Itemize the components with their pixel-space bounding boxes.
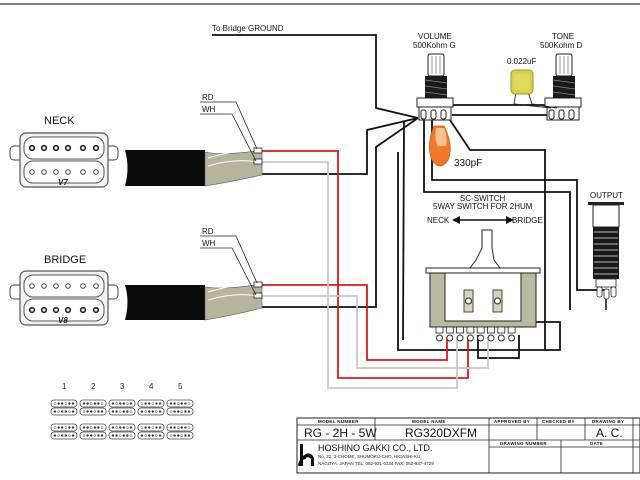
output-label: OUTPUT: [590, 191, 623, 200]
position-number: 5: [178, 382, 183, 391]
mini-pickup-icon: [50, 399, 78, 408]
mini-pickup-icon: [166, 399, 194, 408]
tone-cap-value: 0.022uF: [507, 57, 536, 66]
bridge-wire-label-wh: WH: [202, 239, 216, 248]
bridge-wire-label-rd: RD: [202, 227, 214, 236]
white-wires: [262, 161, 489, 389]
switch-title: SC-SWITCH: [460, 194, 506, 203]
mini-pickup-icon: [166, 423, 194, 432]
model-name-header: MODEL NAME: [412, 419, 446, 424]
mini-pickup-icon: [50, 423, 78, 432]
mini-pickup-icon: [137, 399, 165, 408]
switch-subtitle: 5WAY SWITCH FOR 2HUM: [433, 202, 533, 211]
checked-by-header: CHECKED BY: [542, 419, 575, 424]
bridge-label: BRIDGE: [44, 254, 86, 266]
treble-capacitor: 330pF: [429, 125, 482, 169]
position-number: 1: [62, 382, 67, 391]
tone-title: TONE: [552, 32, 574, 41]
treble-cap-value: 330pF: [454, 158, 482, 169]
volume-title: VOLUME: [418, 32, 452, 41]
neck-label: NECK: [44, 115, 75, 127]
mini-pickup-icon: [166, 431, 194, 440]
address-line-1: No. 22, 3-CHOME, SHUMOKU-CHO, HIGASHI-KU…: [318, 454, 422, 459]
neck-cable: RD WH: [125, 93, 263, 187]
mini-pickup-icon: [79, 431, 107, 440]
mini-pickup-icon: [137, 431, 165, 440]
bridge-cable: RD WH: [125, 227, 263, 321]
volume-value: 500Kohm G: [413, 41, 456, 50]
mini-pickup-icon: [108, 407, 136, 416]
volume-pot: VOLUME 500Kohm G: [413, 32, 456, 121]
model-number-header: MODEL NUMBER: [318, 419, 359, 424]
mini-pickup-icon: [108, 431, 136, 440]
five-way-switch: SC-SWITCH 5WAY SWITCH FOR 2HUM NECK BRID…: [425, 194, 543, 342]
mini-pickup-icon: [108, 423, 136, 432]
neck-pickup: NECK V7: [9, 115, 119, 188]
company-logo: [298, 444, 314, 467]
switch-lug: [476, 326, 485, 342]
tone-pot: TONE 500Kohm D: [540, 32, 582, 121]
position-number: 3: [120, 382, 125, 391]
mini-pickup-icon: [108, 399, 136, 408]
mini-pickup-icon: [50, 431, 78, 440]
title-block: MODEL NUMBER MODEL NAME APPROVED BY CHEC…: [296, 417, 640, 474]
switch-position-legend: 1 2 3 4 5: [50, 382, 194, 440]
address-line-2: NAGOYA, JAPAN TEL: 052-931-0334 FAX: 052…: [318, 461, 434, 466]
switch-lug: [507, 326, 516, 342]
switch-lug: [435, 326, 444, 342]
model-name: RG320DXFM: [405, 426, 477, 440]
hot-wires: [262, 150, 469, 379]
bridge-pickup: BRIDGE V8: [9, 254, 119, 326]
mini-pickup-icon: [79, 399, 107, 408]
ground-wires: [212, 34, 605, 359]
mini-pickup-icon: [79, 407, 107, 416]
switch-lug: [466, 326, 475, 342]
tone-capacitor: 0.022uF: [507, 57, 558, 109]
company-name: HOSHINO GAKKI CO., LTD.: [318, 443, 432, 453]
drawing-number-header: DRAWING NUMBER: [500, 441, 547, 446]
switch-lug: [445, 326, 454, 342]
drawing-by: A. C.: [596, 426, 623, 440]
ground-label: To Bridge GROUND: [212, 24, 284, 33]
neck-model: V7: [58, 178, 68, 187]
position-number: 4: [149, 382, 154, 391]
approved-by-header: APPROVED BY: [494, 419, 530, 424]
mini-pickup-icon: [79, 423, 107, 432]
drawing-by-header: DRAWING BY: [592, 419, 624, 424]
neck-wire-label-wh: WH: [202, 105, 216, 114]
date-header: DATE: [590, 441, 603, 446]
mini-pickup-icon: [137, 423, 165, 432]
tone-value: 500Kohm D: [540, 41, 582, 50]
switch-left-label: NECK: [427, 216, 450, 225]
switch-lug: [497, 326, 506, 342]
model-number: RG - 2H - 5W: [304, 426, 377, 440]
position-number: 2: [91, 382, 96, 391]
bridge-model: V8: [58, 316, 68, 325]
switch-lug: [487, 326, 495, 342]
switch-lug: [456, 326, 465, 342]
mini-pickup-icon: [50, 407, 78, 416]
mini-pickup-icon: [137, 407, 165, 416]
mini-pickup-icon: [166, 407, 194, 416]
switch-right-label: BRIDGE: [512, 216, 543, 225]
neck-wire-label-rd: RD: [202, 93, 214, 102]
output-jack: OUTPUT: [588, 191, 624, 310]
